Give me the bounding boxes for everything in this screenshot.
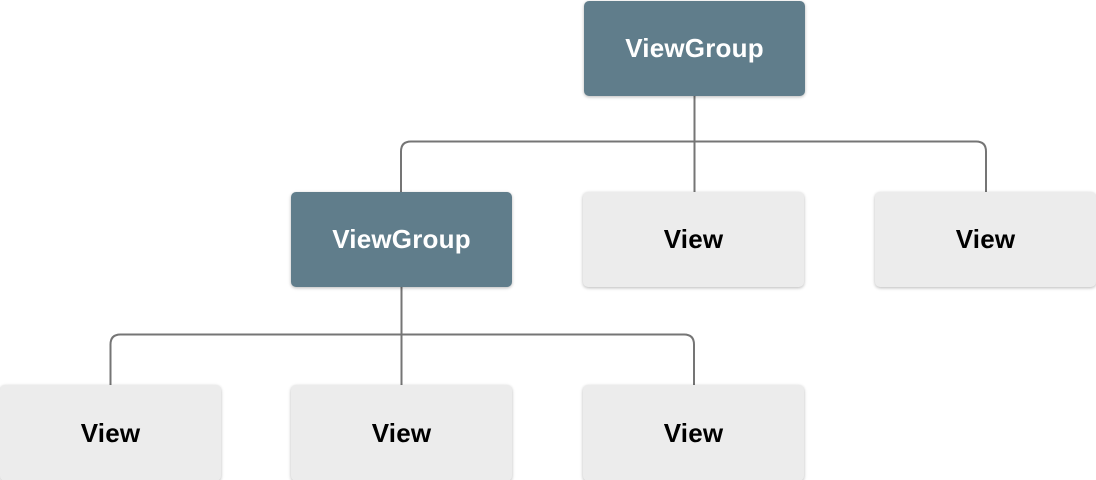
node-leaf-view-mid-label: View [371,417,432,448]
node-root-viewgroup-label: ViewGroup [625,33,764,63]
node-child-view-right: View [875,192,1096,287]
node-child-viewgroup-label: ViewGroup [332,224,471,254]
connector-child-branch [109,333,695,385]
node-child-view-mid-label: View [663,224,724,254]
node-leaf-view-left: View [0,385,221,480]
node-root-viewgroup: ViewGroup [584,1,805,96]
node-child-view-mid: View [583,192,804,287]
connector-root-branch [400,140,987,192]
node-leaf-view-right: View [583,385,804,480]
node-leaf-view-mid: View [291,385,512,480]
node-leaf-view-left-label: View [80,417,141,448]
node-leaf-view-right-label: View [663,417,724,448]
node-child-view-right-label: View [955,224,1016,254]
node-child-viewgroup: ViewGroup [291,192,512,287]
